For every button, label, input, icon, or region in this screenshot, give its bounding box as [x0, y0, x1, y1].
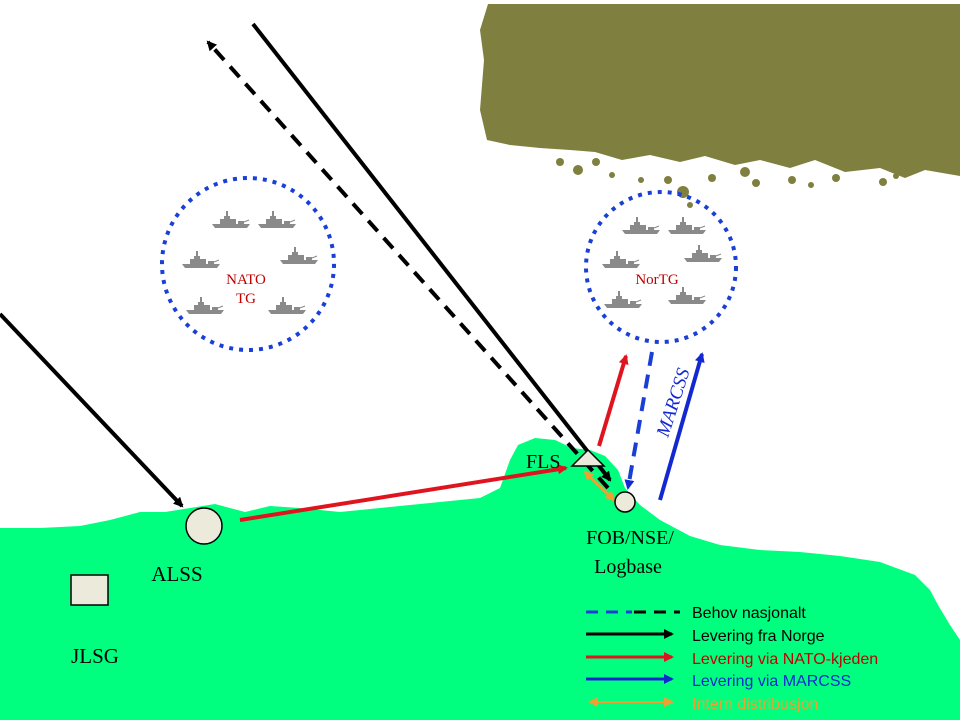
- warship-icon: [185, 296, 225, 315]
- warship-icon: [181, 250, 221, 269]
- legend-item-need: Behov nasjonalt: [586, 605, 806, 622]
- warship-icon: [257, 210, 297, 229]
- fls-label: FLS: [526, 451, 560, 473]
- internal-distribution-line: [583, 470, 616, 502]
- legend: Behov nasjonalt Levering fra Norge Lever…: [586, 605, 878, 713]
- alss-label: ALSS: [151, 562, 202, 586]
- nortg-ring: [584, 190, 738, 344]
- nortg-label: NorTG: [635, 272, 678, 288]
- nato-chain-to-nortg: [597, 354, 629, 447]
- fob-node: [614, 491, 636, 513]
- legend-item-marcss: Levering via MARCSS: [586, 673, 851, 690]
- nato-tg-label-line2: TG: [236, 291, 256, 307]
- legend-label: Levering via NATO-kjeden: [692, 651, 878, 668]
- warship-icon: [683, 244, 723, 263]
- warship-icon: [211, 210, 251, 229]
- jlsg-node: [70, 574, 109, 606]
- legend-label: Behov nasjonalt: [692, 605, 806, 622]
- nato-chain-alss-to-fls: [239, 464, 568, 522]
- legend-item-nato: Levering via NATO-kjeden: [586, 651, 878, 668]
- warship-icon: [667, 216, 707, 235]
- supply-line-to-alss: [0, 312, 184, 508]
- nortg-group: NorTG: [584, 190, 738, 344]
- northern-landmass: [480, 4, 960, 208]
- warship-icon: [279, 246, 319, 265]
- legend-item-norway: Levering fra Norge: [586, 628, 825, 645]
- fob-label-line2: Logbase: [594, 556, 662, 578]
- alss-node: [185, 507, 223, 545]
- legend-item-internal: Intern distribusjon: [588, 696, 818, 713]
- legend-label: Intern distribusjon: [692, 696, 818, 713]
- fls-node: [570, 448, 606, 467]
- southern-landmass: [0, 438, 960, 720]
- nato-tg-group: NATO TG: [160, 176, 336, 352]
- fob-label: FOB/NSE/: [586, 527, 674, 549]
- legend-label: Levering via MARCSS: [692, 673, 851, 690]
- need-line-fob-to-norway: [206, 40, 610, 490]
- warship-icon: [603, 290, 643, 309]
- marcss-need-line: [624, 351, 654, 490]
- warship-icon: [667, 286, 707, 305]
- nato-tg-label: NATO: [226, 272, 266, 288]
- warship-icon: [267, 296, 307, 315]
- warship-icon: [621, 216, 661, 235]
- warship-icon: [601, 250, 641, 269]
- legend-label: Levering fra Norge: [692, 628, 825, 645]
- nato-tg-ring: [160, 176, 336, 352]
- jlsg-label: JLSG: [71, 644, 119, 668]
- marcss-delivery-line: [658, 352, 705, 501]
- supply-line-norway-to-fls: [251, 22, 612, 482]
